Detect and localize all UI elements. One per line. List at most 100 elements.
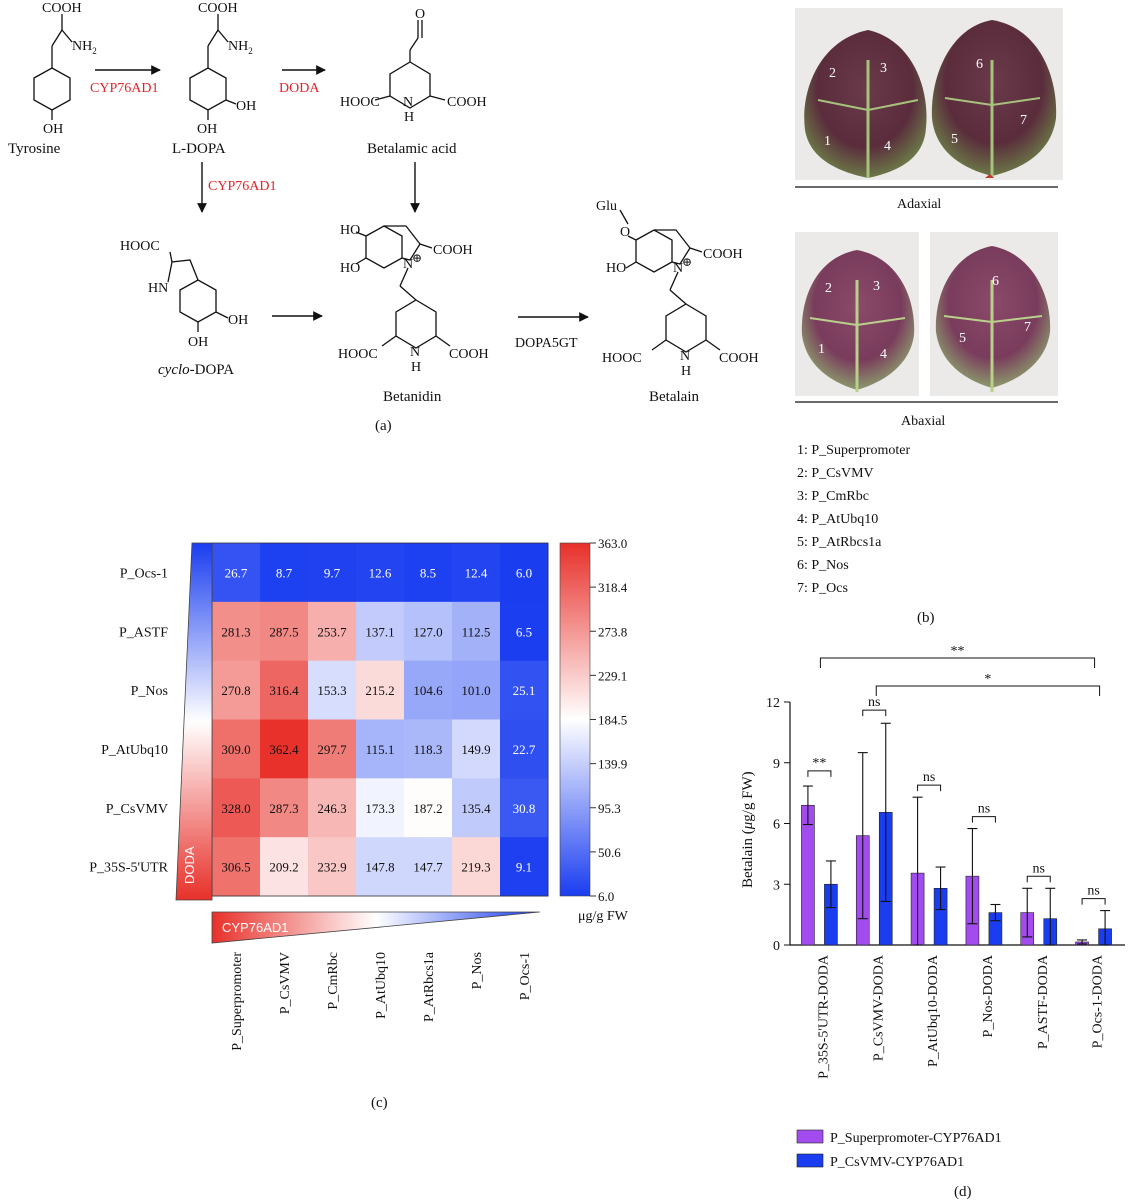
ldopa-nh2: NH2 [228, 39, 253, 56]
heatmap-cell [500, 601, 549, 662]
caption-b: (b) [917, 610, 935, 626]
betalamic-cooh: COOH [447, 95, 487, 110]
colorbar-unit: μg/g FW [578, 909, 629, 924]
abaxial-label: Abaxial [901, 414, 945, 429]
heatmap-cell-value: 306.5 [221, 860, 250, 875]
heatmap-cell [452, 837, 501, 897]
x-tick-label: P_AtUbq10-DODA [926, 954, 941, 1067]
heatmap-cell [452, 660, 501, 720]
heatmap-cell [212, 660, 261, 720]
bar [801, 804, 815, 946]
heatmap-cell-value: 270.8 [221, 683, 250, 698]
heatmap-cell [404, 601, 453, 662]
betanidin-n2: N [410, 345, 420, 360]
leaf-adaxial-right [931, 20, 1057, 178]
betanidin-label: Betanidin [383, 389, 442, 405]
heatmap-cell [356, 601, 405, 662]
heatmap-cell [308, 837, 357, 897]
betalain-glu: Glu [596, 199, 617, 214]
cyp-gradient-triangle [211, 911, 541, 944]
heatmap-cell-value: 147.8 [365, 860, 394, 875]
legend-swatch [796, 1129, 824, 1144]
heatmap-cell-value: 328.0 [221, 801, 250, 816]
heatmap-cell-value: 22.7 [513, 742, 536, 757]
heatmap-cell-value: 246.3 [317, 801, 346, 816]
betalain-hooc: HOOC [602, 351, 642, 366]
colorbar-tick-label: 6.0 [598, 889, 614, 904]
y-tick-label: 3 [773, 878, 780, 893]
heatmap-cell [260, 837, 309, 897]
heatmap-cell [404, 660, 453, 720]
heatmap-cell [404, 837, 453, 897]
cyclodopa-structure [167, 251, 229, 332]
heatmap-cell-value: 26.7 [225, 565, 248, 580]
colorbar-tick-label: 318.4 [598, 580, 628, 595]
bar-chart-ylabel: Betalain (μg/g FW) [740, 771, 756, 888]
betalain-cooh-2: COOH [719, 351, 759, 366]
leaf-num-4: 4 [884, 139, 891, 154]
enzyme-cyp76ad1-2: CYP76AD1 [208, 179, 276, 194]
heatmap-cell [500, 837, 549, 897]
legend-line-2: 2: P_CsVMV [797, 466, 874, 481]
betanidin-cooh-1: COOH [433, 243, 473, 258]
heatmap-row-label: P_Ocs-1 [120, 566, 168, 581]
second-bracket [875, 685, 1101, 696]
enzyme-dopa5gt: DOPA5GT [515, 336, 578, 351]
doda-gradient-triangle [175, 542, 213, 901]
heatmap-cell-value: 112.5 [462, 624, 491, 639]
caption-d: (d) [954, 1184, 972, 1200]
colorbar-tick-label: 95.3 [598, 801, 621, 816]
heatmap-cell [308, 778, 357, 838]
legend-label: P_Superpromoter-CYP76AD1 [830, 1131, 1002, 1146]
leaf-num-6: 6 [976, 57, 983, 72]
heatmap-cell-value: 219.3 [461, 860, 490, 875]
leaf-num-1: 1 [824, 134, 831, 149]
tyrosine-cooh: COOH [42, 1, 82, 16]
heatmap-cell [500, 660, 549, 720]
tyrosine-oh: OH [43, 122, 63, 137]
promoter-legend: 1: P_Superpromoter 2: P_CsVMV 3: P_CmRbc… [797, 443, 910, 596]
heatmap-cell [212, 719, 261, 779]
tyrosine-nh2: NH2 [72, 39, 97, 56]
pair-significance: ns [1087, 884, 1099, 899]
pair-bracket [807, 770, 832, 777]
heatmap-cell [356, 778, 405, 838]
betanidin-hooc: HOOC [338, 347, 378, 362]
heatmap-cell [404, 778, 453, 838]
betalamic-label: Betalamic acid [367, 141, 457, 157]
leaf-abaxial-left [801, 250, 915, 392]
legend-swatch [796, 1153, 824, 1168]
doda-axis-label: DODA [182, 846, 197, 884]
heatmap-cell [500, 719, 549, 779]
leaf-adaxial-left [804, 30, 927, 178]
cyp-axis-label: CYP76AD1 [222, 920, 288, 935]
cyclodopa-oh-1: OH [228, 313, 248, 328]
colorbar [559, 542, 591, 897]
y-tick-label: 12 [766, 696, 780, 711]
x-tick-label: P_CsVMV-DODA [871, 954, 886, 1061]
ldopa-label: L-DOPA [172, 141, 226, 157]
heatmap-cell [260, 601, 309, 662]
betalain-n2: N [680, 349, 690, 364]
leaf-num-3: 3 [880, 61, 887, 76]
heatmap-col-label: P_CmRbc [326, 952, 341, 1010]
heatmap-cell [500, 543, 549, 603]
heatmap-cell [452, 543, 501, 603]
heatmap-cell-value: 6.0 [516, 565, 532, 580]
heatmap-cell [212, 837, 261, 897]
betalamic-n: N [403, 95, 413, 110]
colorbar-tick-label: 229.1 [598, 668, 627, 683]
colorbar-tick-label: 50.6 [598, 845, 621, 860]
heatmap-row-label: P_35S-5'UTR [89, 861, 168, 876]
betanidin-cooh-2: COOH [449, 347, 489, 362]
heatmap-cell [308, 601, 357, 662]
betalamic-hooc: HOOC [340, 95, 380, 110]
betanidin-structure [355, 225, 451, 349]
legend-line-6: 6: P_Nos [797, 558, 849, 573]
betalain-h: H [681, 364, 691, 379]
colorbar-tick-label: 184.5 [598, 713, 627, 728]
